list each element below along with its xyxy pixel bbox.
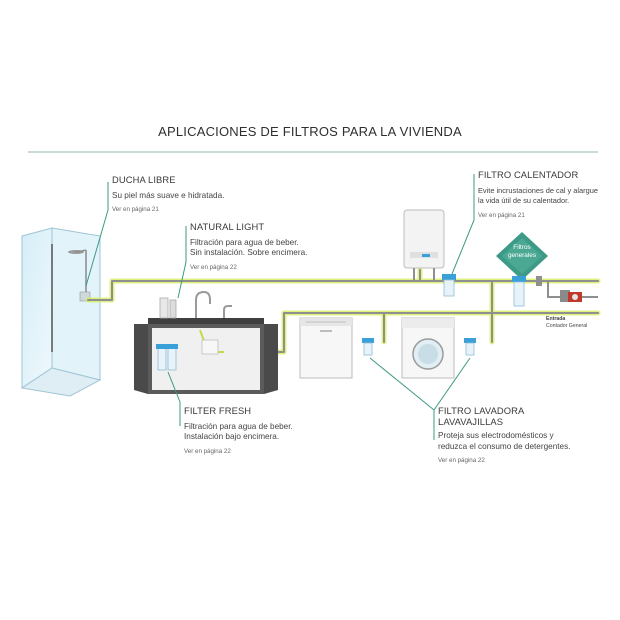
valve-icon <box>536 276 542 286</box>
natural-desc-2: Sin instalación. Sobre encimera. <box>190 248 308 257</box>
label-ducha-libre: DUCHA LIBRE Su piel más suave e hidratad… <box>112 174 312 216</box>
fresh-ref: Ver en página 22 <box>184 447 231 455</box>
faucet-icon <box>195 290 232 318</box>
dishwasher-filter-icon <box>362 338 374 356</box>
washer-filter-icon <box>464 338 476 356</box>
shower-filter-icon <box>79 291 91 302</box>
lavadora-ref: Ver en página 22 <box>438 457 485 464</box>
ducha-heading: DUCHA LIBRE <box>112 174 176 185</box>
lavadora-heading-2: LAVAVAJILLAS <box>438 415 504 427</box>
general-filter-badge <box>496 232 548 280</box>
lavadora-desc-2: reduzca el consumo de detergentes. <box>438 441 571 451</box>
under-sink-filter-icon <box>156 329 224 371</box>
label-filtro-calentador: FILTRO CALENTADOR Evite incrustaciones d… <box>478 169 618 221</box>
title-divider <box>28 151 598 153</box>
label-natural-light: NATURAL LIGHT Filtración para agua de be… <box>190 221 390 273</box>
badge-line-2: generales <box>507 251 537 259</box>
ducha-desc: Su piel más suave e hidratada. <box>112 190 225 200</box>
calentador-desc-2: la vida útil de su calentador. <box>478 196 570 205</box>
fresh-desc-2: Instalación bajo encimera. <box>184 432 280 441</box>
meter-label-contador: Contador General <box>546 322 588 329</box>
calentador-desc-1: Evite incrustaciones de cal y alargue <box>478 185 598 195</box>
fresh-heading: FILTER FRESH <box>184 405 252 416</box>
lavadora-heading: FILTRO LAVADORA LAVAVAJILLAS <box>438 405 608 427</box>
lavadora-desc-1: Proteja sus electrodomésticos y <box>438 431 554 440</box>
label-filter-fresh: FILTER FRESH Filtración para agua de beb… <box>184 405 384 457</box>
badge-line-1: Filtros <box>513 244 531 251</box>
fresh-desc-1: Filtración para agua de beber. <box>184 421 293 431</box>
calentador-heading: FILTRO CALENTADOR <box>478 169 579 180</box>
dishwasher-illustration <box>299 317 353 379</box>
lavadora-heading-1: FILTRO LAVADORA <box>438 405 525 416</box>
shower-illustration <box>20 227 102 397</box>
label-filtro-lavadora: FILTRO LAVADORA LAVAVAJILLAS Proteja sus… <box>438 405 608 467</box>
page-title: APLICACIONES DE FILTROS PARA LA VIVIENDA <box>158 124 462 139</box>
natural-desc-1: Filtración para agua de beber. <box>190 237 299 247</box>
natural-heading: NATURAL LIGHT <box>190 221 265 232</box>
washing-machine-illustration <box>401 317 455 379</box>
meter-label: Entrada Contador General <box>546 316 587 330</box>
leader-lines <box>85 174 475 440</box>
calentador-ref: Ver en página 21 <box>478 211 525 219</box>
general-filter-icon <box>512 276 526 307</box>
water-heater-illustration <box>403 209 445 281</box>
ducha-ref: Ver en página 21 <box>112 206 159 213</box>
kitchen-cabinet-illustration <box>134 318 278 394</box>
natural-ref: Ver en página 22 <box>190 263 237 271</box>
heater-filter-icon <box>442 274 456 297</box>
badge-label: Filtros generales <box>499 244 545 259</box>
water-meter-icon <box>547 281 598 302</box>
meter-label-entrada: Entrada <box>546 316 566 322</box>
countertop-filter-icon <box>159 297 177 319</box>
